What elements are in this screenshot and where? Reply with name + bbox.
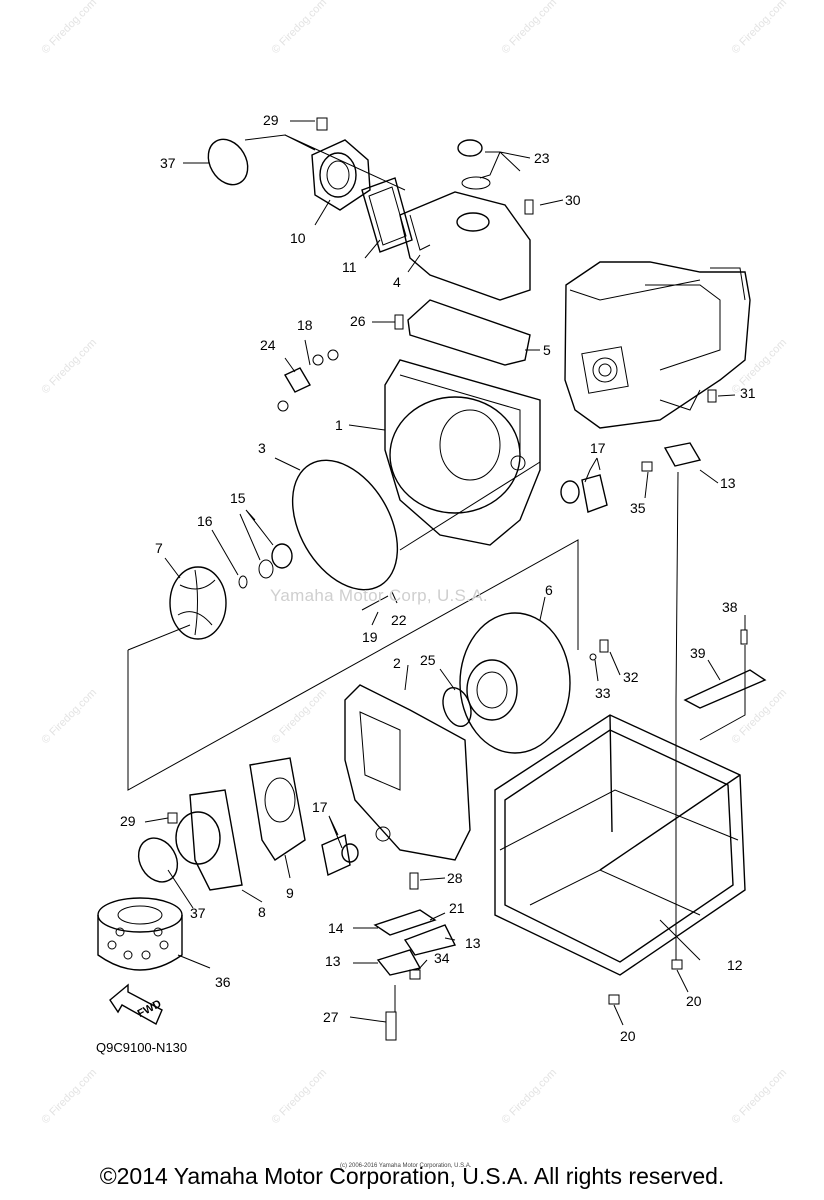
callout-8: 8 [258,904,266,920]
callout-13-left: 13 [325,953,341,969]
callout-11: 11 [342,259,357,275]
watermark: © Firedog.com [729,0,789,56]
watermark: © Firedog.com [39,0,99,56]
callout-19: 19 [362,629,378,645]
frame-drawing [494,629,767,1005]
watermark: © Firedog.com [729,687,789,747]
callout-37-top: 37 [160,155,176,171]
callout-23: 23 [534,150,550,166]
watermark: © Firedog.com [39,687,99,747]
callout-13-right: 13 [465,935,481,951]
callout-1: 1 [335,417,343,433]
callout-37-bottom: 37 [190,905,206,921]
callout-26: 26 [350,313,366,329]
callout-28: 28 [447,870,463,886]
callout-17-top: 17 [590,440,606,456]
callout-24: 24 [260,337,276,353]
callout-18: 18 [297,317,313,333]
callout-22: 22 [391,612,407,628]
callout-32: 32 [623,669,639,685]
engine-drawing [564,261,751,429]
watermark: © Firedog.com [269,687,329,747]
pump-upper-parts [169,117,717,640]
callout-29-top: 29 [263,112,279,128]
watermark: © Firedog.com [39,337,99,397]
callout-7: 7 [155,540,163,556]
callout-2: 2 [393,655,401,671]
forward-arrow-icon [109,983,163,1025]
watermark: © Firedog.com [269,0,329,56]
watermark: © Firedog.com [269,1067,329,1127]
callout-30: 30 [565,192,581,208]
watermark: © Firedog.com [729,1067,789,1127]
copyright-footer: ©2014 Yamaha Motor Corporation, U.S.A. A… [99,1163,725,1189]
callout-17-bottom: 17 [312,799,328,815]
callout-20-right: 20 [686,993,702,1009]
callout-6: 6 [545,582,553,598]
callout-4: 4 [393,274,401,290]
callout-labels: 29 37 10 11 4 23 30 26 18 24 5 1 3 15 16… [120,112,756,1044]
callout-33: 33 [595,685,611,701]
callout-10: 10 [290,230,306,246]
callout-16: 16 [197,513,213,529]
callout-12: 12 [727,957,743,973]
callout-27: 27 [323,1009,339,1025]
pump-lower-parts [97,595,609,971]
callout-5: 5 [543,342,551,358]
callout-31: 31 [740,385,756,401]
callout-38: 38 [722,599,738,615]
watermark: © Firedog.com [729,337,789,397]
callout-14: 14 [328,920,344,936]
callout-39: 39 [690,645,706,661]
callout-13-top: 13 [720,475,736,491]
callout-3: 3 [258,440,266,456]
callout-21: 21 [449,900,465,916]
watermark: © Firedog.com [39,1067,99,1127]
watermark: © Firedog.com [499,1067,559,1127]
center-watermark: Yamaha Motor Corp, U.S.A. [270,586,488,605]
callout-15: 15 [230,490,246,506]
small-copyright-notice: (c) 2006-2016 Yamaha Motor Corporation, … [340,1163,472,1169]
callout-34: 34 [434,950,450,966]
callout-36: 36 [215,974,231,990]
callout-9: 9 [286,885,294,901]
callout-29-bottom: 29 [120,813,136,829]
callout-25: 25 [420,652,436,668]
callout-20-bottom: 20 [620,1028,636,1044]
watermark: © Firedog.com [499,0,559,56]
leader-lines [127,120,746,1026]
diagram-code: Q9C9100-N130 [96,1040,188,1055]
callout-35: 35 [630,500,646,516]
